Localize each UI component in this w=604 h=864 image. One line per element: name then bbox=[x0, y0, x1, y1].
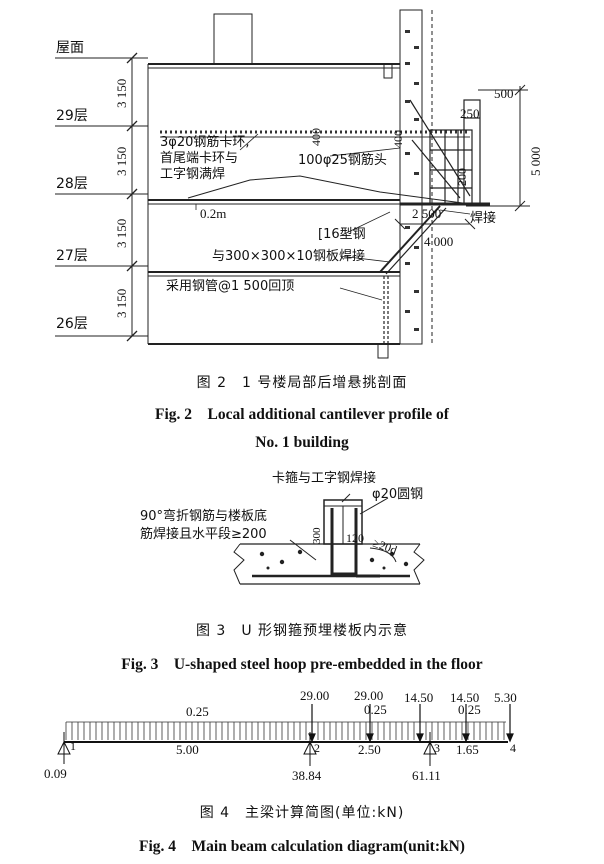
floor-label-28: 28层 bbox=[56, 176, 88, 192]
fig3-u-hoop-diagram: 卡箍与工字钢焊接 φ20圆钢 90°弯折钢筋与楼板底 筋焊接且水平段≥200 3… bbox=[140, 470, 425, 585]
annotation-rebar-head: 100φ25钢筋头 bbox=[298, 152, 387, 168]
span-3: 1.65 bbox=[456, 742, 479, 757]
support-2-icon bbox=[303, 732, 317, 766]
point-load-arrow bbox=[366, 704, 374, 743]
node-4: 4 bbox=[510, 741, 516, 755]
floor-height-29: 3 150 bbox=[114, 79, 129, 108]
point-load-3: 14.50 bbox=[404, 690, 433, 705]
annotation-hoop-weld: 卡箍与工字钢焊接 bbox=[272, 470, 376, 486]
span-2: 2.50 bbox=[358, 742, 381, 757]
reaction-3: 61.11 bbox=[412, 768, 441, 783]
annotation-weld: 焊接 bbox=[470, 210, 496, 226]
fig4-caption-en: Fig. 4 Main beam calculation diagram(uni… bbox=[139, 838, 465, 855]
dim-5000: 5 000 bbox=[528, 147, 543, 176]
dim-500: 500 bbox=[494, 86, 514, 101]
annotation-plate-weld: 与300×300×10钢板焊接 bbox=[212, 248, 365, 264]
node-1: 1 bbox=[70, 739, 76, 753]
reaction-1: 0.09 bbox=[44, 766, 67, 781]
span-1: 5.00 bbox=[176, 742, 199, 757]
dim-2500: 2 500 bbox=[412, 206, 441, 221]
dist-load-3: 0.25 bbox=[458, 702, 481, 717]
dim-4000: 4 000 bbox=[424, 234, 453, 249]
fig2-caption-en-1: Fig. 2 Local additional cantilever profi… bbox=[155, 406, 449, 423]
fig2-caption-en-2: No. 1 building bbox=[255, 434, 349, 451]
fig3-caption-en: Fig. 3 U-shaped steel hoop pre-embedded … bbox=[121, 656, 483, 673]
dim-250: 250 bbox=[460, 106, 480, 121]
dim-300: 300 bbox=[311, 527, 323, 544]
annotation-round-bar: φ20圆钢 bbox=[372, 487, 423, 502]
annotation-bend-2: 筋焊接且水平段≥200 bbox=[140, 526, 267, 542]
support-1-icon bbox=[57, 732, 71, 764]
floor-label-27: 27层 bbox=[56, 248, 88, 264]
annotation-steel-pipe: 采用钢管@1 500回顶 bbox=[166, 279, 294, 294]
node-3: 3 bbox=[434, 741, 440, 755]
fig2-caption-cn: 图 2 1 号楼局部后增悬挑剖面 bbox=[196, 375, 408, 391]
reaction-2: 38.84 bbox=[292, 768, 322, 783]
dim-120: 120 bbox=[346, 531, 364, 545]
point-load-arrow bbox=[416, 704, 424, 743]
dim-200: 200 bbox=[455, 168, 469, 186]
support-3-icon bbox=[423, 732, 437, 766]
point-load-2: 29.00 bbox=[354, 688, 383, 703]
point-load-arrow bbox=[462, 704, 470, 743]
point-load-arrow bbox=[506, 704, 514, 743]
point-load-1: 29.00 bbox=[300, 688, 329, 703]
cantilever-frame bbox=[379, 99, 490, 344]
floor-label-26: 26层 bbox=[56, 316, 88, 332]
node-2: 2 bbox=[314, 741, 320, 755]
fig2-cantilever-section: 屋面 29层 28层 27层 26层 3 150 3 150 3 150 3 1… bbox=[55, 9, 543, 359]
annotation-stirrup-3: 工字钢满焊 bbox=[160, 166, 225, 182]
annotation-gap: 0.2m bbox=[200, 206, 226, 221]
fig4-beam-diagram: 0.25 0.25 0.25 29.00 29.00 14.50 14.50 5… bbox=[44, 688, 517, 783]
dist-load-2: 0.25 bbox=[364, 702, 387, 717]
dim-400a: 400 bbox=[309, 128, 323, 146]
point-load-5: 5.30 bbox=[494, 690, 517, 705]
fig4-caption-cn: 图 4 主梁计算简图(单位:kN) bbox=[199, 805, 405, 821]
annotation-stirrup-1: 3φ20钢筋卡环, bbox=[160, 134, 250, 150]
roof-structure bbox=[213, 13, 253, 65]
fig3-caption-cn: 图 3 U 形钢箍预埋楼板内示意 bbox=[195, 623, 409, 639]
floor-height-28: 3 150 bbox=[114, 147, 129, 176]
point-load-4: 14.50 bbox=[450, 690, 479, 705]
dim-400b: 400 bbox=[391, 130, 405, 148]
dist-load-1: 0.25 bbox=[186, 704, 209, 719]
floor-height-26: 3 150 bbox=[114, 289, 129, 318]
annotation-ibeam: [16型钢 bbox=[318, 227, 366, 242]
dim-20d: ≥20d bbox=[371, 536, 399, 558]
floor-label-29: 29层 bbox=[56, 108, 88, 124]
floor-label-roof: 屋面 bbox=[56, 40, 84, 56]
annotation-bend-1: 90°弯折钢筋与楼板底 bbox=[140, 508, 267, 524]
floor-height-27: 3 150 bbox=[114, 219, 129, 248]
annotation-stirrup-2: 首尾端卡环与 bbox=[160, 151, 238, 166]
